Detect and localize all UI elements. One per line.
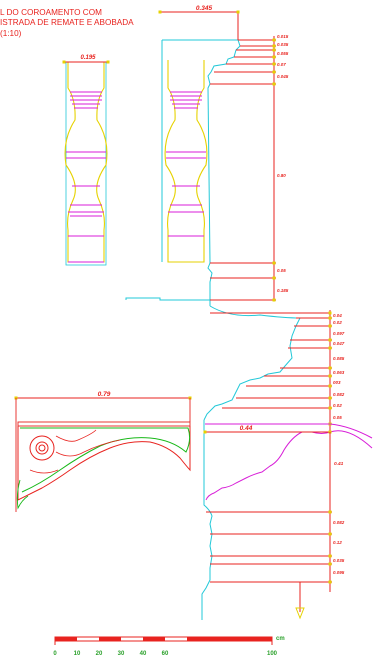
baluster-width-label: 0.195: [80, 55, 96, 61]
column-a-label-8: 0.185: [277, 288, 289, 293]
vault-top-curve: [205, 423, 373, 439]
scale-tick-40: 40: [140, 651, 147, 657]
vault-section: 0.44 0.41: [203, 423, 373, 512]
column-a-label-5: 0.045: [277, 74, 289, 79]
coping-outline: [125, 39, 241, 301]
column-a-label-6: 0.80: [277, 173, 286, 178]
section-baluster-profile: [164, 60, 208, 263]
scale-unit: cm: [276, 636, 285, 642]
plumb-bob-icon: [295, 607, 305, 620]
graphic-scale: cm 0 10 20 30 40 60 100: [53, 636, 284, 657]
title-line-2: ISTRADA DE REMATE E ABOBADA: [0, 18, 134, 27]
title-line-3: (1:10): [0, 29, 22, 38]
cornice-outline: [203, 305, 301, 421]
top-width-label: 0.345: [196, 5, 213, 12]
column-c-label-3: 0.035: [333, 558, 345, 563]
column-b-label-2: 0.02: [333, 320, 342, 325]
column-c-label-1: 0.082: [333, 520, 345, 525]
title-line-1: L DO COROAMENTO COM: [0, 8, 102, 17]
column-a-label-7: 0.05: [277, 268, 286, 273]
acanthus-leaf: [29, 429, 121, 474]
scale-tick-100: 100: [267, 651, 278, 657]
console-ornament: [20, 427, 191, 493]
column-b-label-4: 0.047: [333, 341, 345, 346]
dimension-point: [62, 60, 66, 64]
side-value-label: 0.41: [334, 461, 344, 467]
console-bracket: 0.79: [14, 391, 192, 512]
volute-eye: [38, 444, 46, 452]
column-b-label-6: 0.063: [333, 370, 345, 375]
scale-tick-20: 20: [96, 651, 103, 657]
scale-tick-60: 60: [162, 651, 169, 657]
scale-tick-30: 30: [118, 651, 125, 657]
column-a-label-3: 0.055: [277, 51, 289, 56]
console-width-label: 0.79: [98, 391, 111, 398]
baluster-mouldings: [66, 91, 106, 263]
console-profile: [17, 426, 191, 501]
dimension-point: [106, 60, 110, 64]
column-c-label-4: 0.095: [333, 570, 345, 575]
column-b-label-8: 0.082: [333, 392, 345, 397]
scale-tick-0: 0: [53, 651, 57, 657]
section-baluster-mouldings: [166, 91, 206, 237]
lower-profile-outline: [201, 420, 213, 620]
scale-tick-10: 10: [74, 651, 81, 657]
upper-profile: [125, 39, 301, 620]
column-c-label-2: 0.12: [333, 540, 342, 545]
volute-middle: [35, 441, 49, 455]
dimension-column-c: 0.082 0.12 0.035 0.095: [206, 510, 345, 620]
column-a-label-2: 0.035: [277, 42, 289, 47]
vault-intrados-curve: [205, 430, 373, 501]
column-a-label-4: 0.07: [277, 62, 286, 67]
volute-outer: [29, 435, 55, 461]
dimension-column-b: 0.04 0.02 0.097 0.047 0.085 0.063 003 0.…: [205, 310, 345, 592]
dimension-column-a: 0.345 0.015 0.035 0.055 0.07 0.045 0.80 …: [158, 5, 289, 302]
column-b-label-7: 003: [333, 380, 341, 385]
baluster-section: [164, 60, 208, 263]
column-b-label-10: 0.05: [333, 415, 342, 420]
column-b-label-9: 0.02: [333, 403, 342, 408]
column-b-label-1: 0.04: [333, 313, 342, 318]
column-b-label-3: 0.097: [333, 331, 345, 336]
column-a-label-1: 0.015: [277, 34, 289, 39]
column-b-label-5: 0.085: [333, 356, 345, 361]
baluster-elevation: 0.195: [62, 55, 110, 266]
inner-width-label: 0.44: [240, 425, 253, 432]
